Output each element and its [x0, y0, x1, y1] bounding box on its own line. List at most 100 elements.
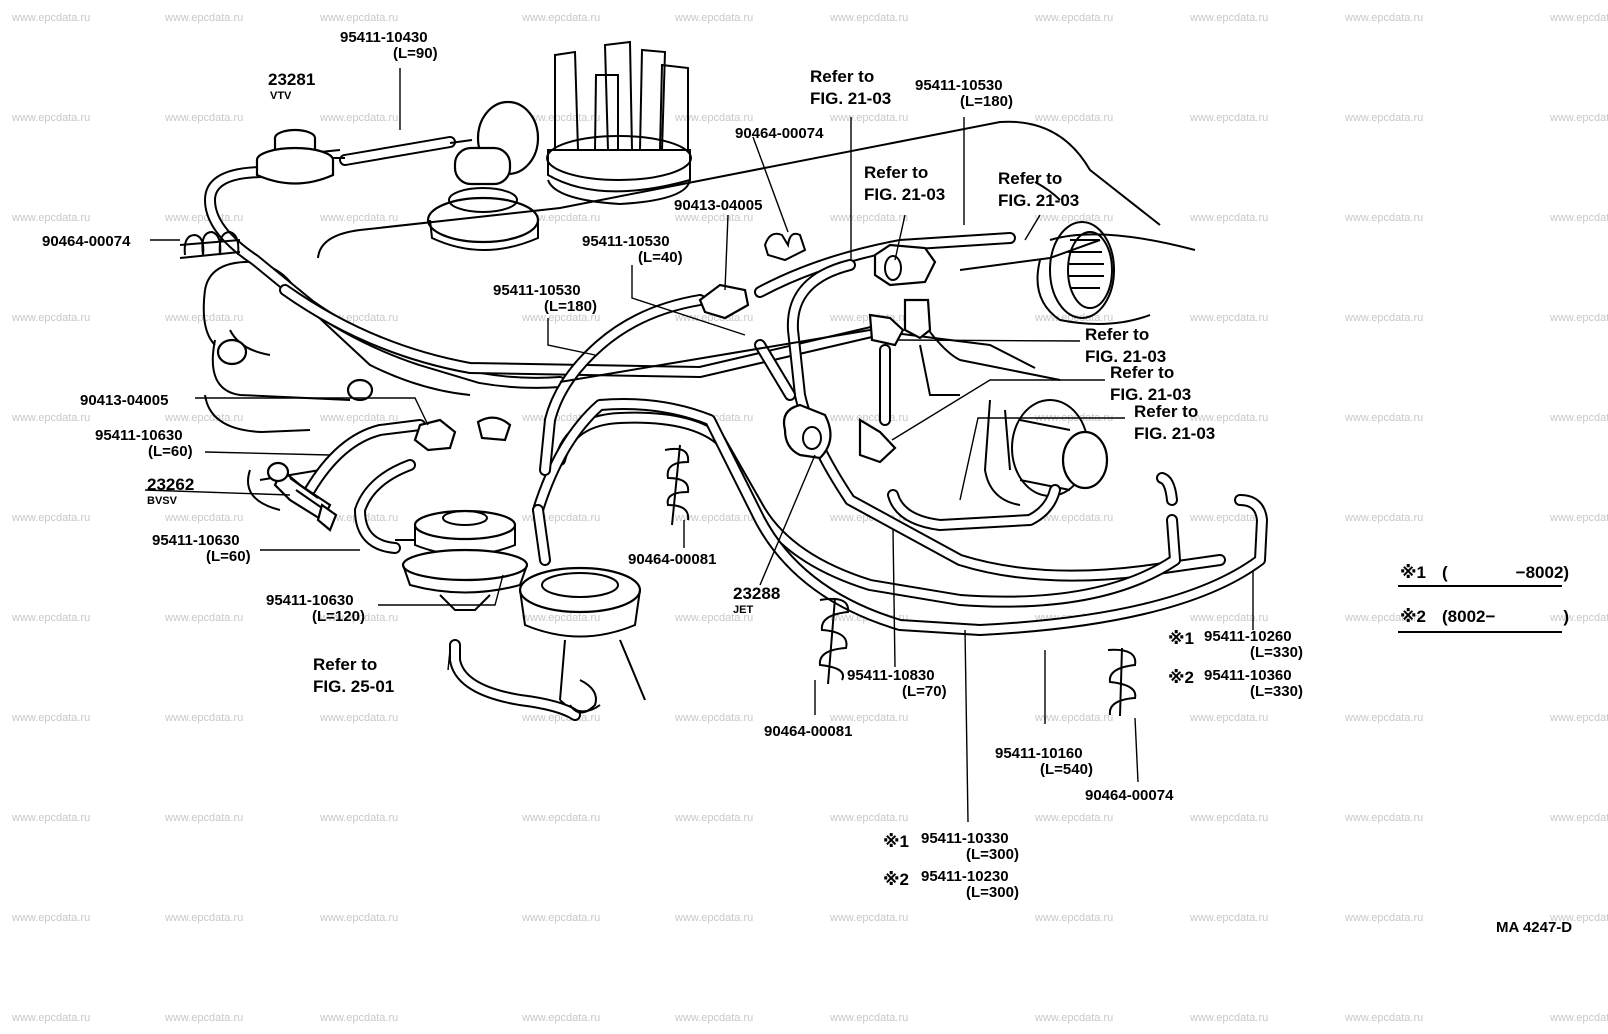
- watermark-text: www.epcdata.ru: [674, 112, 753, 124]
- bvsv-valve: [266, 461, 338, 532]
- watermark-text: www.epcdata.ru: [164, 912, 243, 924]
- watermark-text: www.epcdata.ru: [11, 412, 90, 424]
- watermark-text: www.epcdata.ru: [674, 212, 753, 224]
- label-hose-10430: 95411-10430: [340, 29, 428, 46]
- label-hose-10530-b-len: (L=180): [544, 298, 597, 315]
- watermark-text: www.epcdata.ru: [1189, 512, 1268, 524]
- watermark-text: www.epcdata.ru: [1344, 912, 1423, 924]
- watermark-text: www.epcdata.ru: [1344, 512, 1423, 524]
- watermark-text: www.epcdata.ru: [1344, 612, 1423, 624]
- watermark-text: www.epcdata.ru: [1549, 312, 1608, 324]
- label-jet-number: 23288: [733, 584, 780, 603]
- watermark-text: www.epcdata.ru: [164, 712, 243, 724]
- watermark-text: www.epcdata.ru: [11, 12, 90, 24]
- label-hose-10260-len: (L=330): [1250, 644, 1303, 661]
- watermark-text: www.epcdata.ru: [1034, 712, 1113, 724]
- label-hose-10230-len: (L=300): [966, 884, 1019, 901]
- label-hose-10530-c: 95411-10530: [915, 77, 1003, 94]
- watermark-text: www.epcdata.ru: [1189, 312, 1268, 324]
- label-vtv-name: VTV: [270, 90, 292, 102]
- label-hose-10330: 95411-10330: [921, 830, 1009, 847]
- watermark-text: www.epcdata.ru: [1034, 812, 1113, 824]
- legend-range2: (8002− ): [1442, 607, 1569, 626]
- watermark-text: www.epcdata.ru: [674, 312, 753, 324]
- label-vtv-number: 23281: [268, 70, 315, 89]
- figure-code: MA 4247-D: [1496, 919, 1572, 936]
- watermark-text: www.epcdata.ru: [1034, 12, 1113, 24]
- label-refer-to-2: Refer to: [864, 163, 928, 182]
- watermark-text: www.epcdata.ru: [521, 912, 600, 924]
- label-hose-10430-len: (L=90): [393, 45, 438, 62]
- watermark-text: www.epcdata.ru: [521, 612, 600, 624]
- legend-mark1: ※1: [1400, 563, 1426, 582]
- watermark-text: www.epcdata.ru: [1034, 1012, 1113, 1024]
- watermark-text: www.epcdata.ru: [829, 712, 908, 724]
- label-refer-to-6: Refer to: [1134, 402, 1198, 421]
- watermark-text: www.epcdata.ru: [11, 812, 90, 824]
- watermark-text: www.epcdata.ru: [11, 712, 90, 724]
- label-fig-25-01: FIG. 25-01: [313, 677, 394, 696]
- watermark-text: www.epcdata.ru: [319, 112, 398, 124]
- label-refer-to-4: Refer to: [1085, 325, 1149, 344]
- legend-mark2: ※2: [1400, 607, 1426, 626]
- label-joint-04005-left: 90413-04005: [80, 392, 168, 409]
- watermark-text: www.epcdata.ru: [164, 112, 243, 124]
- watermark-text: www.epcdata.ru: [674, 612, 753, 624]
- watermark-text: www.epcdata.ru: [1549, 712, 1608, 724]
- watermark-text: www.epcdata.ru: [521, 1012, 600, 1024]
- oil-filler-cap-illustration: [426, 187, 540, 251]
- watermark-text: www.epcdata.ru: [674, 512, 753, 524]
- watermark-text: www.epcdata.ru: [1034, 912, 1113, 924]
- watermark-text: www.epcdata.ru: [319, 12, 398, 24]
- label-hose-10160: 95411-10160: [995, 745, 1083, 762]
- label-fig-21-03-2: FIG. 21-03: [864, 185, 945, 204]
- jet-fitting: [782, 403, 832, 460]
- watermark-text: www.epcdata.ru: [11, 1012, 90, 1024]
- part-labels: 95411-10430 (L=90) 23281 VTV 90464-00074…: [42, 29, 1303, 901]
- watermark-text: www.epcdata.ru: [1549, 912, 1608, 924]
- label-hose-10630-c-len: (L=120): [312, 608, 365, 625]
- watermark-text: www.epcdata.ru: [1549, 812, 1608, 824]
- label-joint-04005-top: 90413-04005: [674, 197, 762, 214]
- label-hose-10230: 95411-10230: [921, 868, 1009, 885]
- watermark-text: www.epcdata.ru: [319, 412, 398, 424]
- legend-range1: ( −8002): [1442, 563, 1569, 582]
- watermark-text: www.epcdata.ru: [674, 12, 753, 24]
- watermark-text: www.epcdata.ru: [1549, 12, 1608, 24]
- label-hose-10360: 95411-10360: [1204, 667, 1292, 684]
- label-hose-10530-a-len: (L=40): [638, 249, 683, 266]
- watermark-text: www.epcdata.ru: [1189, 712, 1268, 724]
- watermark-text: www.epcdata.ru: [1344, 112, 1423, 124]
- watermark-text: www.epcdata.ru: [829, 812, 908, 824]
- label-hose-10360-len: (L=330): [1250, 683, 1303, 700]
- watermark-text: www.epcdata.ru: [1549, 512, 1608, 524]
- vsv-right: [873, 243, 937, 340]
- watermark-text: www.epcdata.ru: [1344, 312, 1423, 324]
- label-hose-10530-c-len: (L=180): [960, 93, 1013, 110]
- watermark-text: www.epcdata.ru: [1189, 612, 1268, 624]
- label-clamp-00074-bottom: 90464-00074: [1085, 787, 1174, 804]
- label-refer-to-3: Refer to: [998, 169, 1062, 188]
- label-hose-10630-a: 95411-10630: [95, 427, 183, 444]
- actuator-right-illustration: [1011, 399, 1109, 497]
- label-bvsv-number: 23262: [147, 475, 194, 494]
- watermark-text: www.epcdata.ru: [11, 212, 90, 224]
- watermark-text: www.epcdata.ru: [1549, 612, 1608, 624]
- watermark-text: www.epcdata.ru: [674, 912, 753, 924]
- label-hose-10630-a-len: (L=60): [148, 443, 193, 460]
- label-refer-to-7: Refer to: [313, 655, 377, 674]
- watermark-text: www.epcdata.ru: [1034, 212, 1113, 224]
- watermark-text: www.epcdata.ru: [674, 812, 753, 824]
- watermark-text: www.epcdata.ru: [319, 212, 398, 224]
- watermark-text: www.epcdata.ru: [829, 912, 908, 924]
- watermark-text: www.epcdata.ru: [1549, 1012, 1608, 1024]
- watermark-text: www.epcdata.ru: [1344, 412, 1423, 424]
- watermark-text: www.epcdata.ru: [1034, 112, 1113, 124]
- watermark-text: www.epcdata.ru: [11, 512, 90, 524]
- label-mark1-10330: ※1: [883, 832, 909, 851]
- label-clamp-00074-left: 90464-00074: [42, 233, 131, 250]
- label-mark1-10260: ※1: [1168, 629, 1194, 648]
- watermark-text: www.epcdata.ru: [164, 412, 243, 424]
- watermark-text: www.epcdata.ru: [1549, 112, 1608, 124]
